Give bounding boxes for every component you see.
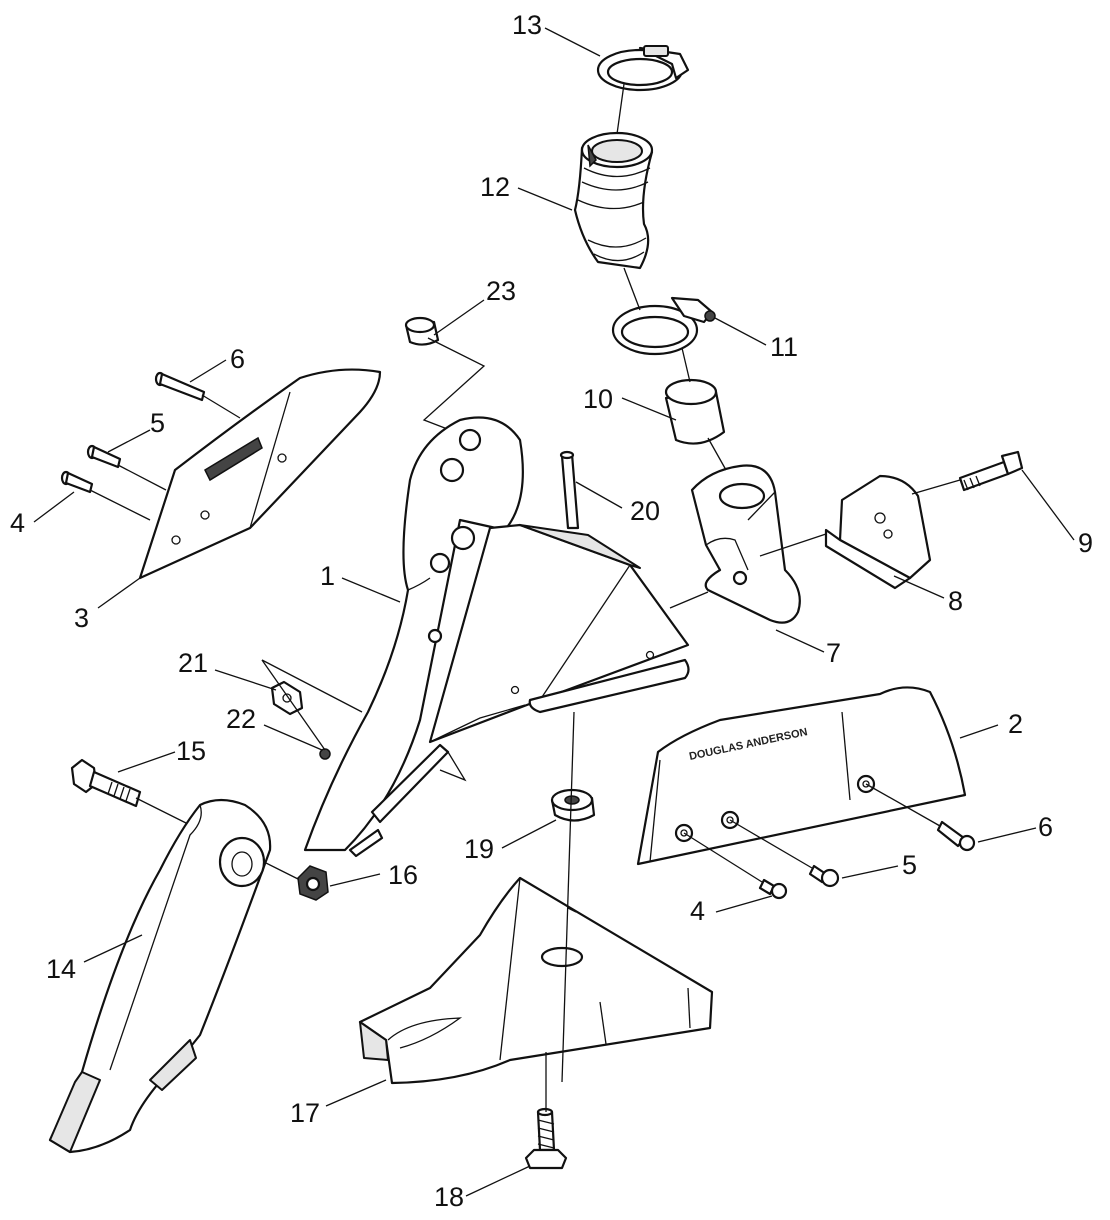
part-22-set-screw [319,748,331,760]
part-1-shank [303,416,524,852]
callout-8: 8 [948,586,963,616]
callout-2: 2 [1008,709,1023,739]
callout-19: 19 [464,834,494,864]
callouts: 13 12 23 11 10 20 6 5 4 3 1 21 22 15 9 8… [10,10,1093,1212]
part-21-assembly-line [261,659,363,713]
part-6-pin-right [936,820,976,852]
callout-leaders [33,27,1075,1197]
callout-5-left: 5 [150,408,165,438]
callout-23: 23 [486,276,516,306]
part-3-left-side-plate [138,368,382,580]
part-13-hose-clamp [596,45,690,92]
callout-16: 16 [388,860,418,890]
callout-20: 20 [630,496,660,526]
part-21-nut [270,680,304,716]
part-seed-boot-wedge [348,523,690,858]
callout-13: 13 [512,10,542,40]
part-22-assembly-line [261,659,326,751]
part-16-nut [297,865,329,901]
callout-21: 21 [178,648,208,678]
part-19-spacer [550,788,596,822]
callout-6-left: 6 [230,344,245,374]
part-4-pin-right [758,878,788,900]
part-6-pin-left [154,371,206,402]
callout-1: 1 [320,561,335,591]
callout-5-right: 5 [902,850,917,880]
part-11-hose-clamp [611,296,716,356]
callout-14: 14 [46,954,76,984]
assembly-lines [89,83,961,1112]
part-10-sleeve [664,378,726,445]
part-18-bolt [524,1107,568,1170]
callout-6-right: 6 [1038,812,1053,842]
part-8-bracket [824,474,932,590]
callout-12: 12 [480,172,510,202]
part-7-seed-tube-holder [690,464,801,624]
part-5-pin-left [86,444,122,469]
callout-4-left: 4 [10,508,25,538]
part-23-assembly-line [422,337,486,431]
callout-18: 18 [434,1182,464,1212]
callout-11: 11 [770,332,798,362]
callout-22: 22 [226,704,256,734]
part-2-right-side-plate: DOUGLAS ANDERSON [636,686,967,866]
part-15-bolt [70,758,142,808]
part-9-bolt [958,450,1024,492]
part-5-pin-right [808,864,840,888]
part-20-tube [559,450,580,530]
part-4-pin-left [60,470,94,494]
part-17-bracket [358,876,714,1085]
callout-10: 10 [583,384,613,414]
callout-4-right: 4 [690,896,705,926]
callout-15: 15 [176,736,206,766]
callout-17: 17 [290,1098,320,1128]
part-23-bushing [404,316,440,346]
part-12-elbow-hose [573,131,654,270]
part-14-arm [48,798,272,1154]
callout-9: 9 [1078,528,1093,558]
callout-7: 7 [826,638,841,668]
callout-3: 3 [74,603,89,633]
